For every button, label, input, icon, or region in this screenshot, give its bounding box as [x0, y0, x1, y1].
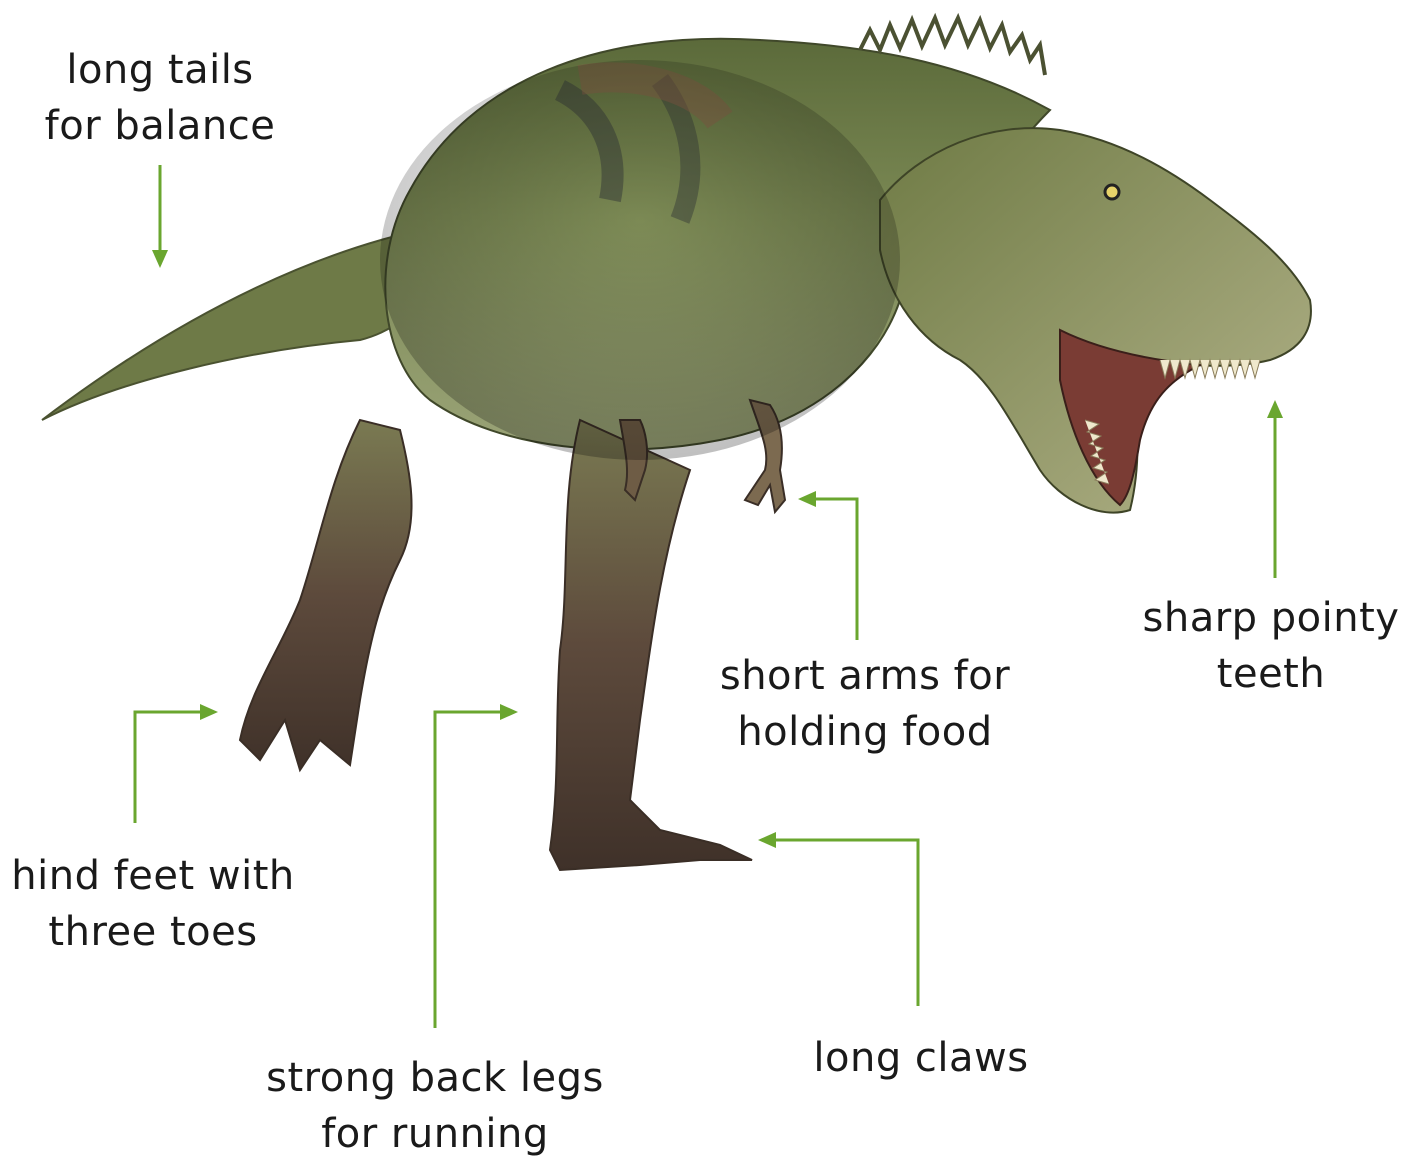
claws-arrowhead	[758, 832, 776, 848]
legs-label-line2: for running	[255, 1106, 615, 1162]
teeth-arrowhead	[1267, 400, 1283, 418]
arms-pointer-line	[810, 499, 857, 640]
dino-front-leg	[550, 420, 752, 870]
teeth-label-line1: sharp pointy	[1130, 590, 1412, 646]
tail-label-line1: long tails	[30, 42, 290, 98]
dino-eye	[1105, 185, 1119, 199]
arms-arrowhead	[798, 491, 816, 507]
claws-label-line1: long claws	[790, 1030, 1052, 1086]
legs-arrowhead	[500, 704, 518, 720]
arms-label: short arms for holding food	[705, 648, 1025, 760]
legs-label: strong back legs for running	[255, 1050, 615, 1162]
claws-label: long claws	[790, 1030, 1052, 1086]
feet-label-line2: three toes	[2, 904, 304, 960]
arms-label-line1: short arms for	[705, 648, 1025, 704]
dino-body-shade	[380, 60, 900, 460]
claws-pointer-line	[770, 840, 918, 1006]
feet-label-line1: hind feet with	[2, 848, 304, 904]
feet-label: hind feet with three toes	[2, 848, 304, 960]
dino-back-leg	[240, 420, 412, 770]
feet-pointer-line	[135, 712, 205, 823]
feet-arrowhead	[200, 704, 218, 720]
tail-arrowhead	[152, 250, 168, 268]
tail-label: long tails for balance	[30, 42, 290, 154]
arms-label-line2: holding food	[705, 704, 1025, 760]
tail-label-line2: for balance	[30, 98, 290, 154]
legs-label-line1: strong back legs	[255, 1050, 615, 1106]
legs-pointer-line	[435, 712, 505, 1028]
teeth-label-line2: teeth	[1130, 646, 1412, 702]
teeth-label: sharp pointy teeth	[1130, 590, 1412, 702]
